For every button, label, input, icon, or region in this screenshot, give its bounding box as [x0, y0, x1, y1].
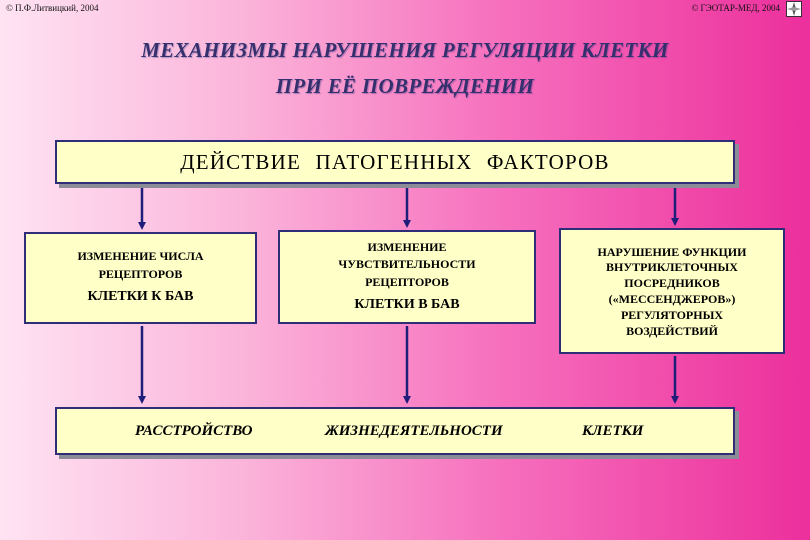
box-1-line-2: РЕЦЕПТОРОВ — [98, 266, 183, 281]
box-2-line-4: КЛЕТКИ В БАВ — [354, 296, 460, 312]
bottom-word-disorder: РАССТРОЙСТВО — [135, 423, 253, 439]
cell-disorder-box: РАССТРОЙСТВО ЖИЗНЕДЕЯТЕЛЬНОСТИ КЛЕТКИ — [55, 407, 735, 455]
box-3-line-6: ВОЗДЕЙСТВИЙ — [626, 323, 718, 338]
title-line-1: МЕХАНИЗМЫ НАРУШЕНИЯ РЕГУЛЯЦИИ КЛЕТКИ — [141, 38, 669, 62]
copyright-right: © ГЭОТАР-МЕД, 2004 — [691, 3, 780, 13]
bottom-word-vital-activity: ЖИЗНЕДЕЯТЕЛЬНОСТИ — [325, 423, 503, 439]
box-1-line-1: ИЗМЕНЕНИЕ ЧИСЛА — [77, 249, 204, 264]
copyright-left: © П.Ф.Литвицкий, 2004 — [6, 3, 99, 13]
box-2-line-3: РЕЦЕПТОРОВ — [365, 274, 449, 289]
pathogenic-factors-box: ДЕЙСТВИЕ ПАТОГЕННЫХ ФАКТОРОВ — [55, 140, 735, 184]
box-1-line-3: КЛЕТКИ К БАВ — [87, 289, 194, 305]
box-2-line-1: ИЗМЕНЕНИЕ — [367, 239, 447, 254]
box-3-line-3: ПОСРЕДНИКОВ — [624, 276, 720, 291]
title-line-2: ПРИ ЕЁ ПОВРЕЖДЕНИИ — [275, 74, 535, 98]
box-2-line-2: ЧУВСТВИТЕЛЬНОСТИ — [338, 257, 476, 272]
receptor-count-box: ИЗМЕНЕНИЕ ЧИСЛА РЕЦЕПТОРОВ КЛЕТКИ К БАВ — [24, 232, 257, 324]
box-3-line-5: РЕГУЛЯТОРНЫХ — [620, 307, 724, 322]
receptor-sensitivity-box: ИЗМЕНЕНИЕ ЧУВСТВИТЕЛЬНОСТИ РЕЦЕПТОРОВ КЛ… — [278, 230, 536, 324]
compass-logo-icon — [786, 1, 802, 17]
bottom-word-cell: КЛЕТКИ — [582, 423, 644, 439]
messenger-function-box: НАРУШЕНИЕ ФУНКЦИИ ВНУТРИКЛЕТОЧНЫХ ПОСРЕД… — [559, 228, 785, 354]
box-3-line-4: («МЕССЕНДЖЕРОВ») — [608, 292, 736, 306]
box-3-line-2: ВНУТРИКЛЕТОЧНЫХ — [606, 260, 738, 275]
box-3-line-1: НАРУШЕНИЕ ФУНКЦИИ — [597, 244, 747, 259]
